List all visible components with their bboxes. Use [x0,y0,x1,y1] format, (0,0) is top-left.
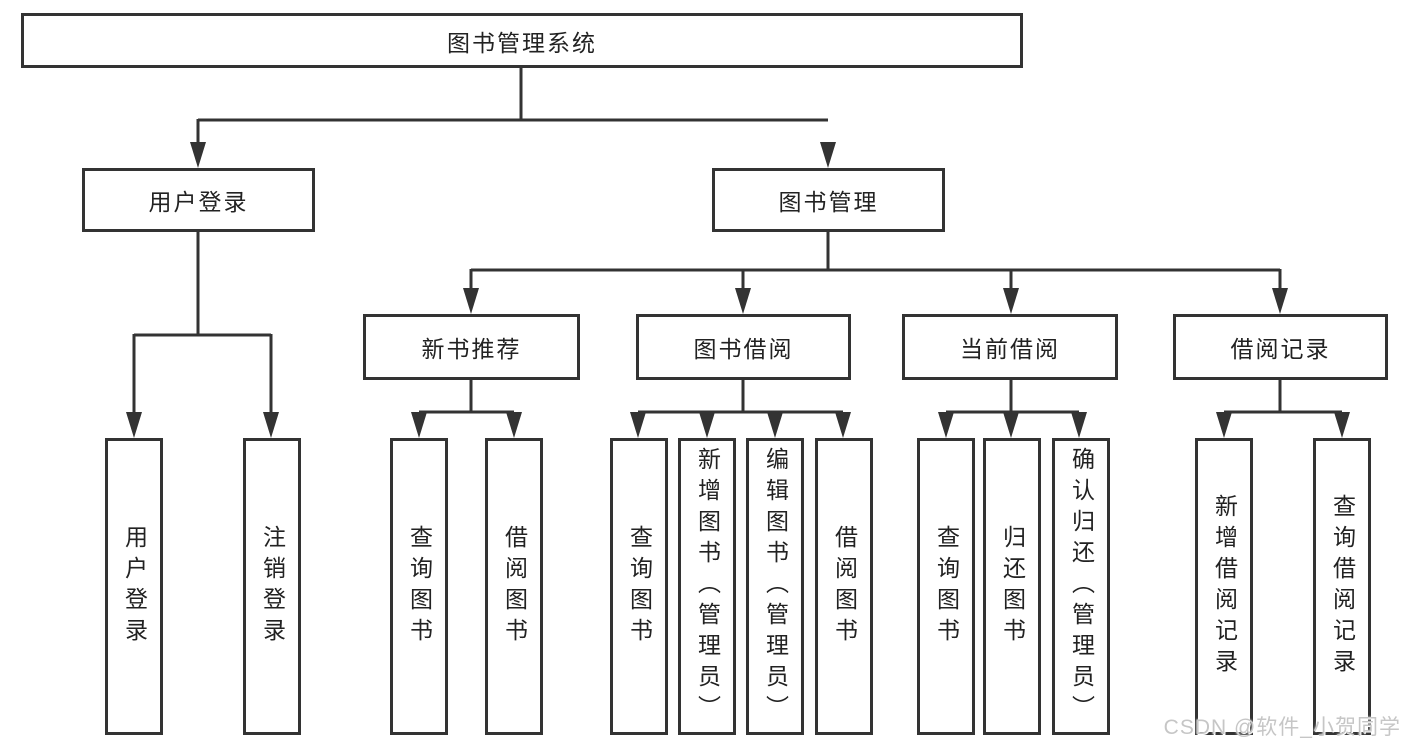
node-label: 查询图书 [626,524,653,649]
leaf-add-borrow-record: 新增借阅记录 [1195,438,1253,735]
node-label: 当前借阅 [960,336,1060,362]
node-label: 查询借阅记录 [1329,493,1356,680]
node-new-book-recommend: 新书推荐 [363,314,580,380]
node-current-borrowing: 当前借阅 [902,314,1118,380]
node-label: 查询图书 [406,524,433,649]
node-label: 用户登录 [121,524,148,649]
leaf-return-books: 归还图书 [983,438,1041,735]
node-label: 新增借阅记录 [1211,493,1238,680]
leaf-query-books-2: 查询图书 [610,438,668,735]
node-book-borrowing: 图书借阅 [636,314,851,380]
leaf-logout: 注销登录 [243,438,301,735]
node-label: 图书借阅 [693,336,794,362]
node-label: 借阅图书 [501,524,528,649]
leaf-add-books-admin: 新增图书（管理员） [678,438,736,735]
node-label: 编辑图书（管理员） [762,447,789,726]
node-label: 查询图书 [933,524,960,649]
leaf-edit-books-admin: 编辑图书（管理员） [746,438,804,735]
node-label: 确认归还（管理员） [1068,447,1095,726]
leaf-user-login: 用户登录 [105,438,163,735]
node-label: 注销登录 [259,524,286,649]
node-borrowing-records: 借阅记录 [1173,314,1388,380]
node-label: 新增图书（管理员） [694,447,721,726]
node-label: 图书管理 [778,189,879,215]
node-label: 借阅记录 [1230,336,1331,362]
node-user-login: 用户登录 [82,168,315,232]
node-library-system: 图书管理系统 [21,13,1023,68]
leaf-query-books-1: 查询图书 [390,438,448,735]
node-label: 借阅图书 [831,524,858,649]
node-label: 归还图书 [999,524,1026,649]
node-label: 用户登录 [148,189,249,215]
node-book-management: 图书管理 [712,168,945,232]
csdn-watermark: CSDN @软件_小贺同学 [1163,716,1401,739]
leaf-confirm-return-admin: 确认归还（管理员） [1052,438,1110,735]
leaf-borrow-books-1: 借阅图书 [485,438,543,735]
node-label: 新书推荐 [421,336,522,362]
leaf-query-borrow-record: 查询借阅记录 [1313,438,1371,735]
leaf-query-books-3: 查询图书 [917,438,975,735]
leaf-borrow-books-2: 借阅图书 [815,438,873,735]
node-label: 图书管理系统 [447,29,597,56]
